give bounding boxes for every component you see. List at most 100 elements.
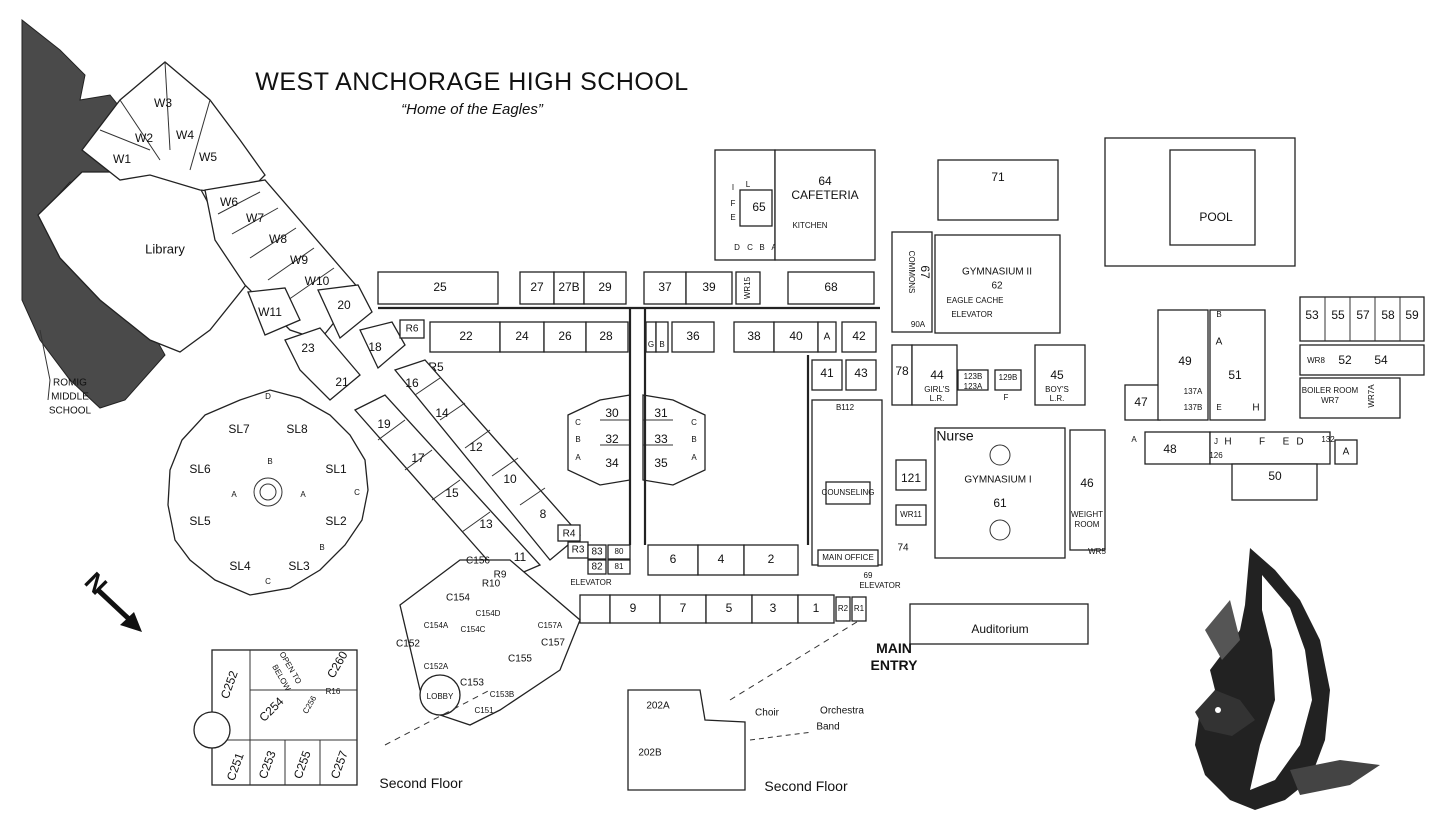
svg-text:N: N [79, 566, 113, 600]
svg-text:C152A: C152A [424, 662, 449, 671]
svg-text:R3: R3 [572, 545, 585, 556]
svg-text:C151: C151 [474, 706, 494, 715]
svg-text:B: B [319, 543, 324, 552]
svg-text:WR11: WR11 [900, 510, 922, 519]
svg-text:202B: 202B [638, 748, 662, 759]
svg-text:F: F [1004, 393, 1009, 402]
svg-text:W10: W10 [305, 274, 330, 288]
lecture-halls: 30 31 32 33 34 35 C C B B A A [567, 394, 706, 486]
svg-text:137A: 137A [1184, 387, 1203, 396]
svg-text:B: B [267, 457, 272, 466]
svg-text:ROOM: ROOM [1075, 520, 1100, 529]
svg-text:83: 83 [591, 547, 603, 558]
svg-text:6: 6 [670, 552, 677, 566]
svg-text:17: 17 [411, 451, 425, 465]
svg-text:51: 51 [1228, 368, 1242, 382]
svg-text:W8: W8 [269, 232, 287, 246]
svg-text:W6: W6 [220, 195, 238, 209]
svg-text:C154D: C154D [476, 609, 501, 618]
svg-text:49: 49 [1178, 354, 1192, 368]
svg-text:SL3: SL3 [288, 559, 310, 573]
svg-text:SL8: SL8 [286, 422, 308, 436]
svg-text:F: F [1259, 437, 1265, 448]
svg-text:C152: C152 [396, 639, 420, 650]
svg-text:W4: W4 [176, 128, 194, 142]
svg-text:GYMNASIUM I: GYMNASIUM I [964, 475, 1031, 486]
svg-text:WR7A: WR7A [1367, 384, 1376, 408]
romig-label: ROMIG MIDDLE SCHOOL [49, 378, 92, 417]
svg-text:R16: R16 [326, 687, 341, 696]
svg-text:W5: W5 [199, 150, 217, 164]
svg-text:202A: 202A [646, 701, 670, 712]
svg-text:J: J [1214, 437, 1218, 446]
svg-text:71: 71 [991, 170, 1005, 184]
svg-text:31: 31 [654, 406, 668, 420]
svg-text:WEIGHT: WEIGHT [1071, 510, 1103, 519]
svg-text:1: 1 [813, 601, 820, 615]
svg-text:39: 39 [702, 280, 716, 294]
north-hallway: 25 27 27B 29 37 39 WR15 68 [377, 271, 880, 310]
svg-text:SL1: SL1 [325, 462, 347, 476]
svg-text:B: B [575, 435, 580, 444]
svg-text:C: C [265, 577, 271, 586]
svg-text:BOILER ROOM: BOILER ROOM [1302, 386, 1359, 395]
svg-text:47: 47 [1134, 395, 1148, 409]
svg-text:65: 65 [752, 200, 766, 214]
svg-text:D: D [1296, 437, 1303, 448]
svg-text:SL4: SL4 [229, 559, 251, 573]
mid-hallway: R6 22 24 26 28 G B 36 38 40 A 42 [399, 319, 877, 353]
second-floor-a: C252 C254 C256 C260 R16 OPEN TO BELOW C2… [193, 648, 491, 786]
svg-text:A: A [575, 453, 581, 462]
svg-text:90A: 90A [911, 320, 926, 329]
svg-text:R10: R10 [482, 579, 501, 590]
cafeteria-block: 65 I L K F E D C B A 64 CAFETERIA KITCHE… [714, 149, 876, 261]
svg-text:40: 40 [789, 329, 803, 343]
second-floor-b: 202A 202B Choir Orchestra Band [627, 619, 864, 791]
svg-text:WR8: WR8 [1307, 356, 1325, 365]
svg-text:W11: W11 [258, 305, 282, 319]
svg-text:5: 5 [726, 601, 733, 615]
svg-text:A: A [1216, 337, 1223, 348]
svg-text:22: 22 [459, 329, 473, 343]
svg-text:E: E [730, 213, 735, 222]
svg-text:A: A [1343, 447, 1350, 458]
svg-text:33: 33 [654, 432, 668, 446]
library-label: Library [145, 241, 185, 256]
svg-text:21: 21 [335, 375, 349, 389]
svg-text:50: 50 [1268, 469, 1282, 483]
svg-text:W1: W1 [113, 152, 131, 166]
svg-text:4: 4 [718, 552, 725, 566]
svg-text:7: 7 [680, 601, 687, 615]
map-subtitle: “Home of the Eagles” [401, 101, 544, 118]
svg-text:24: 24 [515, 329, 529, 343]
svg-text:27B: 27B [558, 280, 579, 294]
svg-text:WR7: WR7 [1321, 396, 1339, 405]
courtyard-block: 6 4 2 [628, 308, 810, 576]
svg-text:A: A [771, 243, 777, 252]
svg-text:WR5: WR5 [1088, 547, 1106, 556]
svg-text:129B: 129B [999, 373, 1018, 382]
svg-text:GIRL'S: GIRL'S [924, 385, 950, 394]
svg-text:20: 20 [337, 298, 351, 312]
svg-text:25: 25 [433, 280, 447, 294]
svg-text:11: 11 [514, 550, 527, 564]
svg-text:44: 44 [930, 368, 944, 382]
north-arrow: N [79, 566, 142, 632]
svg-text:19: 19 [377, 417, 391, 431]
svg-text:POOL: POOL [1199, 210, 1233, 224]
svg-text:123A: 123A [964, 382, 983, 391]
svg-text:A: A [231, 490, 237, 499]
main-office-block: COUNSELING MAIN OFFICE B112 41 43 [811, 359, 883, 567]
east-wing: 47 49 51 137A 137B A B E H 53 55 57 58 5… [1124, 296, 1425, 501]
svg-text:35: 35 [654, 456, 668, 470]
svg-text:A: A [1131, 435, 1137, 444]
svg-text:10: 10 [503, 472, 517, 486]
svg-text:C157: C157 [541, 638, 565, 649]
svg-text:A: A [691, 453, 697, 462]
svg-text:W3: W3 [154, 96, 172, 110]
svg-text:EAGLE CACHE: EAGLE CACHE [947, 296, 1004, 305]
svg-text:R1: R1 [854, 604, 865, 613]
svg-text:53: 53 [1305, 308, 1319, 322]
svg-text:32: 32 [605, 432, 619, 446]
